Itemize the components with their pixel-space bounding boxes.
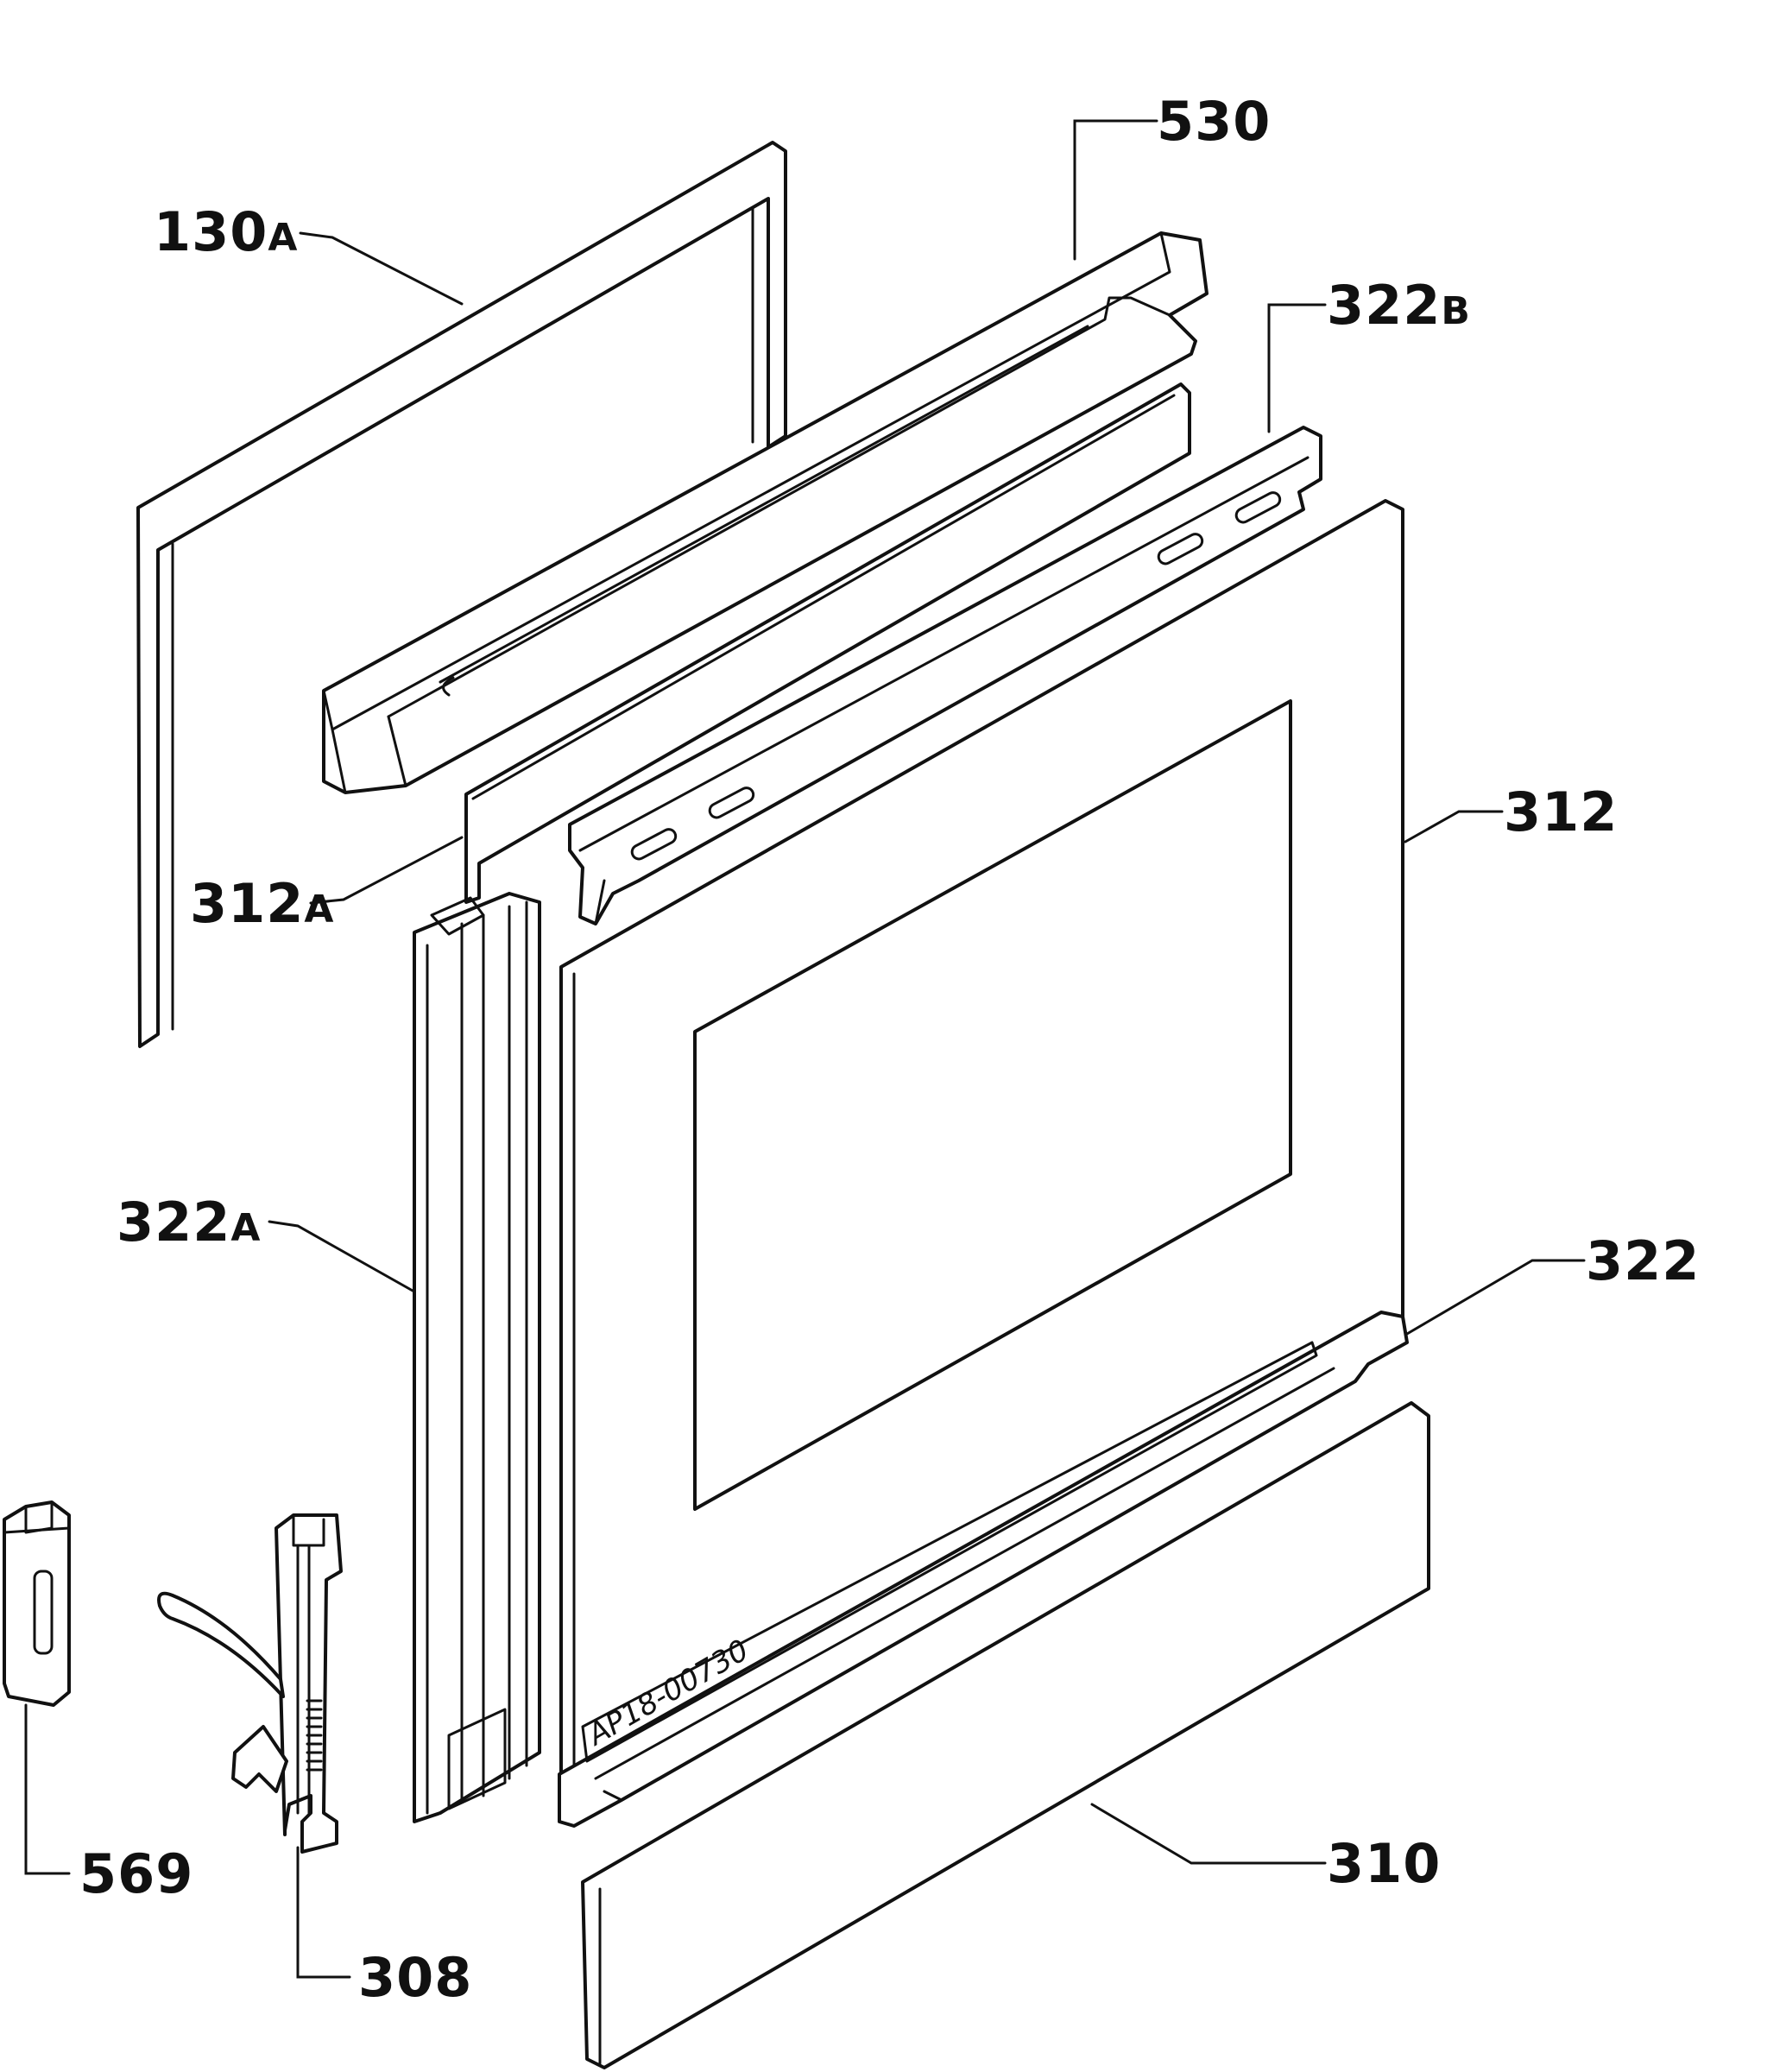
- leader-322a: [268, 1220, 414, 1292]
- leader-530: [1073, 119, 1158, 261]
- bottom-trim-310: [581, 1401, 1430, 2069]
- side-profile-322a: [413, 892, 541, 1823]
- label-312a-suffix: A: [304, 888, 334, 932]
- label-312: 312: [1504, 780, 1618, 843]
- label-322b-number: 322: [1327, 274, 1441, 337]
- label-322a: 322A: [117, 1191, 261, 1254]
- label-312a: 312A: [190, 872, 334, 935]
- glass-support-322b: [568, 426, 1322, 925]
- leader-569: [24, 1703, 71, 1875]
- leader-310: [1090, 1803, 1327, 1865]
- leader-lines: [24, 119, 1586, 1979]
- leader-322b: [1267, 303, 1327, 433]
- glass-support-322: [558, 1311, 1409, 1828]
- leader-312a: [309, 836, 464, 905]
- label-322a-number: 322: [117, 1191, 230, 1254]
- door-seal-130a: [136, 141, 787, 1048]
- hinge-308: [157, 1513, 343, 1854]
- clip-569: [3, 1500, 71, 1707]
- inner-glass-312a: [464, 382, 1191, 904]
- leader-322: [1405, 1259, 1586, 1336]
- label-322b: 322B: [1327, 274, 1471, 337]
- label-308: 308: [358, 1946, 472, 2009]
- leader-312: [1404, 810, 1504, 843]
- label-530: 530: [1157, 90, 1271, 153]
- label-130a-number: 130: [154, 200, 268, 263]
- leader-308: [296, 1846, 351, 1979]
- label-130a-suffix: A: [268, 216, 298, 260]
- label-312a-number: 312: [190, 872, 304, 935]
- top-profile-530: [322, 231, 1209, 794]
- leader-130a: [299, 231, 464, 306]
- label-322a-suffix: A: [230, 1206, 261, 1250]
- label-322: 322: [1586, 1229, 1700, 1292]
- label-322b-suffix: B: [1441, 289, 1471, 333]
- label-569: 569: [79, 1842, 193, 1905]
- label-310: 310: [1327, 1832, 1441, 1895]
- label-130a: 130A: [154, 200, 298, 263]
